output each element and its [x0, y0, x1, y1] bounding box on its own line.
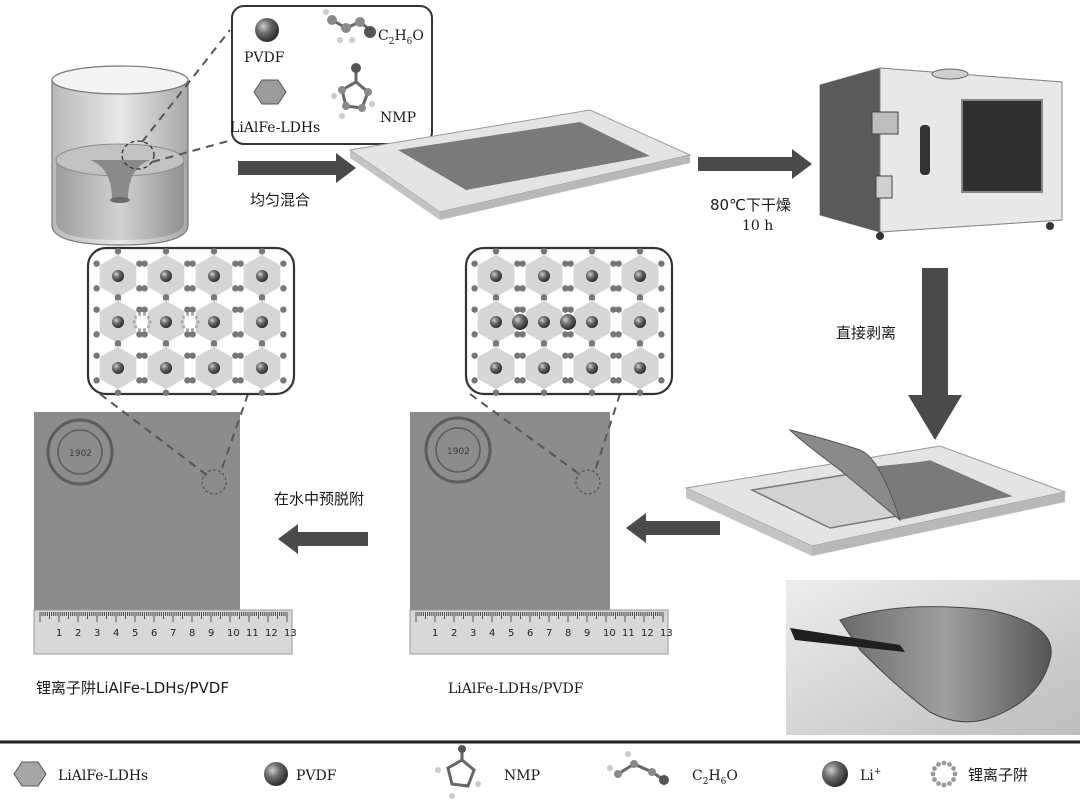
ruler-tick-label: 2 — [451, 628, 457, 639]
ruler-tick-label: 13 — [660, 628, 673, 639]
inset-nmp-label: NMP — [380, 110, 416, 126]
legend-pvdf-label: PVDF — [296, 768, 337, 784]
legend-trap-icon — [930, 760, 958, 788]
component-inset: PVDF LiAlFe-LDHs C2H6O — [230, 5, 433, 145]
svg-text:1902: 1902 — [69, 449, 92, 459]
ruler-tick-label: 4 — [113, 628, 119, 639]
ruler-tick-label: 8 — [189, 628, 195, 639]
ruler-tick-label: 4 — [489, 628, 495, 639]
pvdf-sphere — [255, 18, 279, 42]
ruler-tick-label: 9 — [584, 628, 590, 639]
svg-text:1902: 1902 — [447, 447, 470, 457]
legend-nmp-icon — [435, 745, 481, 799]
tweezers-icon — [790, 628, 905, 652]
ruler-tick-label: 12 — [265, 628, 278, 639]
step-peel-label: 直接剥离 — [836, 324, 896, 342]
drying-oven — [819, 67, 1063, 240]
legend-c2h6o-label: C2H6O — [692, 768, 738, 787]
legend-trap-label: 锂离子阱 — [968, 766, 1028, 784]
arrow-peel — [908, 268, 962, 440]
ruler-tick-label: 6 — [527, 628, 533, 639]
legend-li-label: Li+ — [860, 767, 881, 784]
legend-li-icon — [822, 761, 848, 787]
legend-ldh-label: LiAlFe-LDHs — [58, 768, 148, 784]
c2h6o-molecule-icon — [323, 9, 376, 43]
step-predesorb-label: 在水中预脱附 — [274, 490, 364, 508]
crystal-inset-left — [86, 246, 296, 396]
ruler-tick-label: 10 — [603, 628, 616, 639]
ruler-tick-label: 7 — [170, 628, 176, 639]
legend-nmp-label: NMP — [504, 768, 540, 784]
ruler-tick-label: 10 — [227, 628, 240, 639]
step-mix-label: 均匀混合 — [250, 191, 310, 209]
ruler-tick-label: 2 — [75, 628, 81, 639]
ruler-tick-label: 9 — [208, 628, 214, 639]
zoom-circle — [121, 140, 155, 170]
bottom-legend: LiAlFe-LDHs PVDF NMP C2H6O Li+ 锂离子阱 — [13, 745, 1028, 799]
middle-seal — [424, 416, 492, 484]
legend-ldh-icon — [13, 761, 47, 787]
legend-c2h6o-icon — [607, 751, 669, 785]
ruler-tick-label: 12 — [641, 628, 654, 639]
ruler-tick-label: 8 — [565, 628, 571, 639]
arrow-to-film — [626, 513, 720, 543]
step-dry-label-2: 10 h — [742, 218, 773, 234]
ruler-tick-label: 5 — [132, 628, 138, 639]
arrow-mix — [238, 153, 356, 183]
ruler-tick-label: 1 — [56, 628, 62, 639]
ruler-tick-label: 3 — [94, 628, 100, 639]
step-dry-label-1: 80℃下干燥 — [710, 196, 791, 214]
beaker — [51, 65, 189, 246]
nmp-molecule-icon — [331, 63, 375, 119]
inset-ldh-label: LiAlFe-LDHs — [230, 120, 320, 136]
legend-pvdf-icon — [264, 762, 288, 786]
ruler-tick-label: 6 — [151, 628, 157, 639]
ruler-tick-label: 3 — [470, 628, 476, 639]
ruler-tick-label: 13 — [284, 628, 297, 639]
peeling-plate — [684, 429, 1067, 556]
ruler-tick-label: 11 — [246, 628, 259, 639]
crystal-inset-middle — [464, 246, 674, 396]
inset-pvdf-label: PVDF — [244, 50, 285, 66]
ruler-tick-label: 1 — [432, 628, 438, 639]
ruler-tick-label: 11 — [622, 628, 635, 639]
left-seal — [46, 418, 114, 486]
inset-c2h6o-label: C2H6O — [378, 28, 424, 47]
middle-film-caption: LiAlFe-LDHs/PVDF — [448, 681, 584, 697]
film-photo — [786, 580, 1080, 735]
ldh-hexagon-icon — [253, 79, 287, 105]
arrow-predesorb — [278, 524, 368, 554]
ruler-tick-label: 7 — [546, 628, 552, 639]
arrow-dry — [698, 149, 812, 179]
left-film-caption: 锂离子阱LiAlFe-LDHs/PVDF — [36, 679, 229, 697]
ruler-tick-label: 5 — [508, 628, 514, 639]
casting-plate-top — [348, 109, 692, 220]
